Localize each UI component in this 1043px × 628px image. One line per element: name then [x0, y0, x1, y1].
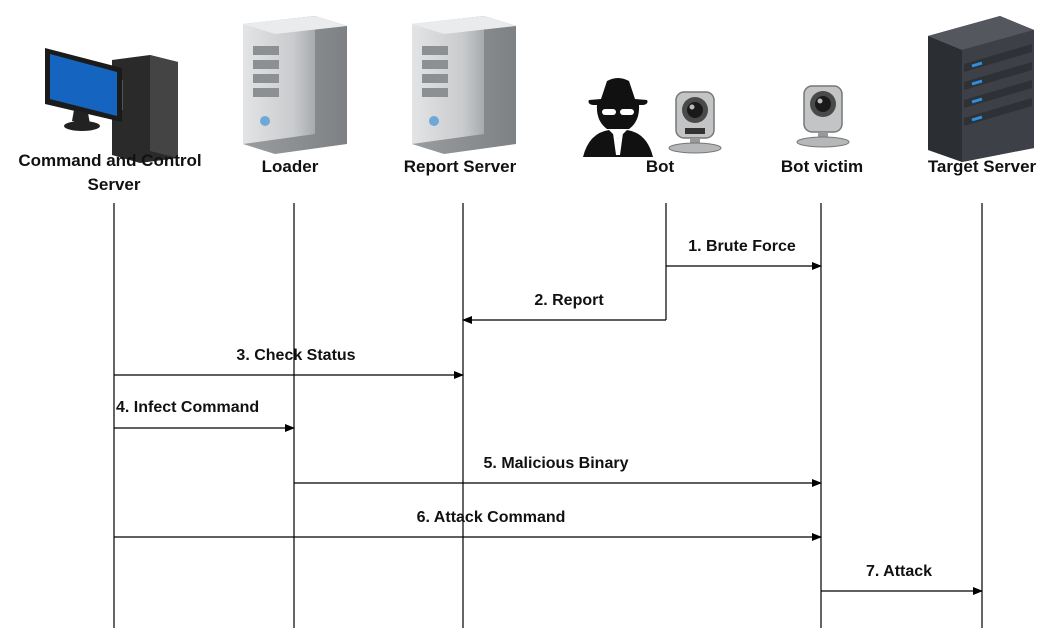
message-label-attack-command: 6. Attack Command [417, 509, 566, 526]
actor-label-bot: Bot [646, 157, 675, 176]
message-label-malicious-binary: 5. Malicious Binary [484, 455, 629, 472]
tower-server-icon [243, 16, 347, 154]
desktop-computer-icon [45, 48, 178, 163]
actor-label-cnc: Command and Control [18, 151, 201, 170]
ip-camera-icon [796, 85, 850, 148]
actor-label-report-server: Report Server [404, 157, 517, 176]
message-label-check-status: 3. Check Status [236, 347, 355, 364]
tower-server-icon [412, 16, 516, 154]
message-label-report: 2. Report [534, 292, 604, 309]
message-label-brute-force: 1. Brute Force [688, 238, 796, 255]
actor-label-bot-victim: Bot victim [781, 157, 863, 176]
message-label-attack: 7. Attack [866, 563, 932, 580]
hacker-icon [583, 78, 653, 157]
actor-label-target-server: Target Server [928, 157, 1037, 176]
actor-label-cnc-line2: Server [88, 175, 141, 194]
ip-camera-icon [668, 91, 722, 154]
actor-label-loader: Loader [262, 157, 319, 176]
message-label-infect-command: 4. Infect Command [116, 399, 259, 416]
rack-server-icon [928, 16, 1034, 162]
